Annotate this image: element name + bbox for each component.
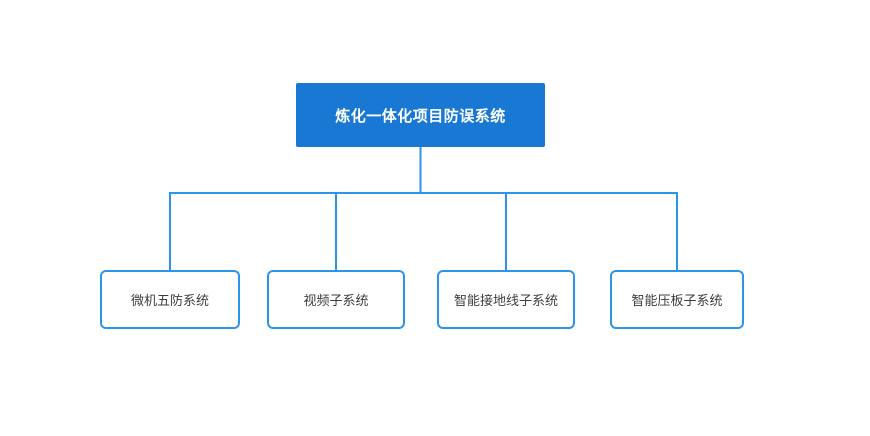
root-node-label: 炼化一体化项目防误系统 (335, 107, 506, 125)
child-node-label: 视频子系统 (303, 293, 369, 308)
root-node[interactable]: 炼化一体化项目防误系统 (296, 83, 545, 147)
child-node-video-subsystem[interactable]: 视频子系统 (267, 270, 405, 329)
child-node-label: 微机五防系统 (130, 293, 209, 308)
child-node-smart-grounding-wire-subsystem[interactable]: 智能接地线子系统 (437, 270, 575, 329)
child-node-smart-pressure-plate-subsystem[interactable]: 智能压板子系统 (610, 270, 744, 329)
child-node-computer-five-prevention[interactable]: 微机五防系统 (100, 270, 240, 329)
child-node-label: 智能压板子系统 (631, 293, 723, 308)
child-node-label: 智能接地线子系统 (453, 293, 558, 308)
